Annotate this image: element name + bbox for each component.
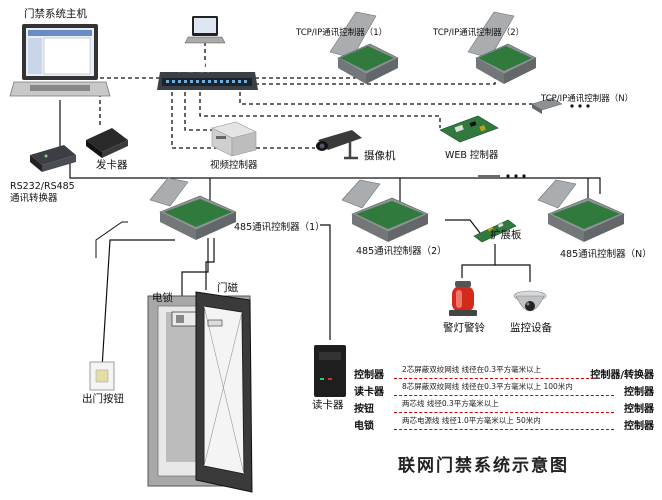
legend-right: 控制器 bbox=[624, 404, 654, 415]
legend-dash bbox=[394, 412, 614, 413]
tcp-controller-1-label: TCP/IP通讯控制器（1） bbox=[296, 28, 388, 38]
switch-label: 交换机 bbox=[178, 62, 210, 74]
legend-left: 按钮 bbox=[354, 404, 374, 415]
controller-485-n-icon bbox=[537, 179, 625, 242]
controller-485-1-icon bbox=[149, 177, 237, 240]
converter-label: RS232/RS485 通讯转换器 bbox=[10, 181, 75, 204]
legend-right: 控制器 bbox=[624, 387, 654, 398]
exit-button-label: 出门按钮 bbox=[82, 393, 124, 405]
card-reader-icon bbox=[314, 345, 346, 397]
card-issuer-label: 发卡器 bbox=[96, 159, 128, 171]
legend-desc: 两芯电源线 线径1.0平方毫米以上 50米内 bbox=[402, 416, 541, 425]
controller-485-1-label: 485通讯控制器（1） bbox=[234, 222, 325, 233]
alarm-label: 警灯警铃 bbox=[443, 322, 485, 334]
continuation-dots bbox=[506, 104, 590, 178]
computer-icon bbox=[184, 16, 226, 44]
host-label: 门禁系统主机 bbox=[24, 8, 87, 20]
legend-desc: 两芯线 线径0.3平方毫米以上 bbox=[402, 399, 499, 408]
monitor-label: 监控设备 bbox=[510, 322, 552, 334]
dome-camera-icon bbox=[513, 290, 547, 312]
converter-icon bbox=[30, 145, 76, 172]
legend-left: 电锁 bbox=[354, 421, 374, 432]
web-controller-icon bbox=[439, 115, 499, 143]
legend-dash bbox=[394, 378, 594, 379]
legend-row-4: 电锁 两芯电源线 线径1.0平方毫米以上 50米内 控制器 bbox=[354, 415, 654, 433]
camera-label: 摄像机 bbox=[364, 150, 396, 162]
controller-485-n-label: 485通讯控制器（N） bbox=[560, 249, 652, 260]
expansion-board-icon bbox=[473, 219, 517, 243]
lock-label: 电锁 bbox=[152, 292, 173, 304]
diagram-title: 联网门禁系统示意图 bbox=[398, 456, 569, 476]
legend-left: 控制器 bbox=[354, 370, 384, 381]
legend-right: 控制器 bbox=[624, 421, 654, 432]
rs485-links bbox=[59, 100, 601, 369]
web-controller-label: WEB 控制器 bbox=[445, 150, 499, 161]
video-controller-icon bbox=[211, 121, 257, 157]
legend-row-1: 控制器 2芯屏蔽双绞网线 线径在0.3平方毫米以上 控制器/转换器 bbox=[354, 364, 654, 382]
camera-icon bbox=[316, 130, 362, 160]
card-issuer-icon bbox=[86, 128, 128, 158]
laptop-icon bbox=[9, 24, 111, 97]
door-sensor-label: 门磁 bbox=[217, 282, 238, 294]
alarm-light-icon bbox=[449, 281, 477, 316]
tcp-controller-1-icon bbox=[329, 11, 399, 84]
exit-button-icon bbox=[89, 361, 115, 391]
expansion-label: 扩展板 bbox=[490, 229, 522, 241]
legend-desc: 8芯屏蔽双绞网线 线径在0.3平方毫米以上 100米内 bbox=[402, 382, 573, 391]
video-controller-label: 视频控制器 bbox=[210, 160, 258, 171]
switch-icon bbox=[157, 72, 258, 90]
legend-row-2: 读卡器 8芯屏蔽双绞网线 线径在0.3平方毫米以上 100米内 控制器 bbox=[354, 381, 654, 399]
legend-row-3: 按钮 两芯线 线径0.3平方毫米以上 控制器 bbox=[354, 398, 654, 416]
legend-desc: 2芯屏蔽双绞网线 线径在0.3平方毫米以上 bbox=[402, 365, 542, 374]
tcp-controller-2-label: TCP/IP通讯控制器（2） bbox=[433, 28, 525, 38]
legend-dash bbox=[394, 395, 614, 396]
tcp-controller-n-label: TCP/IP通讯控制器（N） bbox=[541, 94, 634, 104]
legend-dash bbox=[394, 429, 614, 430]
controller-485-2-label: 485通讯控制器（2） bbox=[356, 246, 447, 257]
legend-right: 控制器/转换器 bbox=[590, 370, 654, 381]
tcp-controller-2-icon bbox=[467, 11, 537, 84]
door-icon bbox=[95, 221, 253, 493]
reader-label: 读卡器 bbox=[312, 399, 344, 411]
legend-left: 读卡器 bbox=[354, 387, 384, 398]
tcp-controller-n-icon bbox=[531, 97, 563, 114]
controller-485-2-icon bbox=[341, 179, 429, 242]
